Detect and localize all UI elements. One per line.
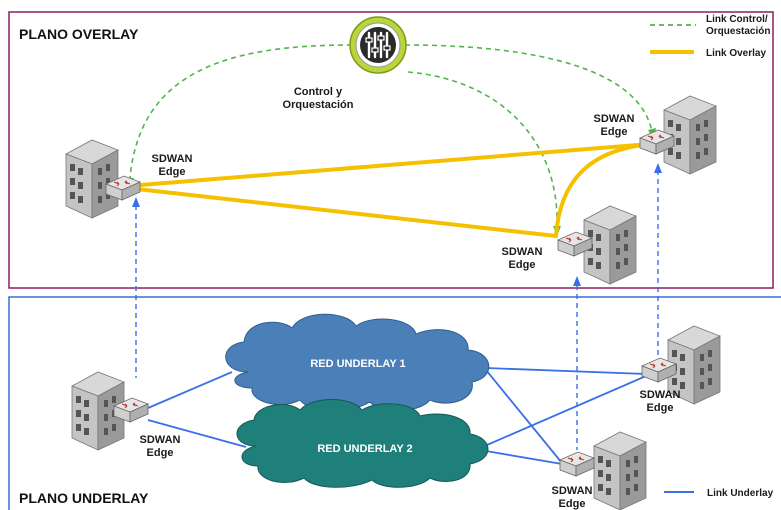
overlay-right-top-label-line2: Edge xyxy=(601,126,628,138)
control-link-right-top xyxy=(404,44,653,133)
underlay-plane-title: PLANO UNDERLAY xyxy=(19,490,149,506)
overlay-plane-title: PLANO OVERLAY xyxy=(19,26,139,42)
overlay-right-bottom-label-line2: Edge xyxy=(509,259,536,271)
overlay-right-bottom-label-line1: SDWAN xyxy=(502,246,543,258)
legend-overlay-label: Link Overlay xyxy=(706,48,766,59)
controller-icon xyxy=(349,16,407,74)
underlay-left-label-line2: Edge xyxy=(147,447,174,459)
cloud-red-underlay-1: RED UNDERLAY 1 xyxy=(225,313,490,412)
cloud-label-red-1: RED UNDERLAY 1 xyxy=(310,358,405,370)
underlay-left-label-line1: SDWAN xyxy=(140,434,181,446)
legend: Link Control/ Orquestación Link Overlay … xyxy=(650,14,774,499)
underlay-right-bottom-label-line2: Edge xyxy=(559,498,586,510)
vertical-link-arrows xyxy=(132,163,662,286)
overlay-link-left-rightbottom xyxy=(126,186,558,238)
overlay-link-rightbottom-righttop xyxy=(554,142,652,238)
overlay-left-label-line2: Edge xyxy=(159,166,186,178)
legend-control-line1: Link Control/ xyxy=(706,14,768,25)
control-link-left xyxy=(129,44,353,179)
vertical-links xyxy=(135,170,659,450)
legend-control-line2: Orquestación xyxy=(706,26,770,37)
underlay-links xyxy=(147,367,647,465)
control-links xyxy=(129,44,653,229)
overlay-right-top-label-line1: SDWAN xyxy=(594,113,635,125)
overlay-left-label-line1: SDWAN xyxy=(152,153,193,165)
control-link-right-bottom xyxy=(407,71,558,229)
legend-underlay-label: Link Underlay xyxy=(707,488,774,499)
underlay-right-top-label-line2: Edge xyxy=(647,402,674,414)
controller-label-line2: Orquestación xyxy=(283,99,354,111)
controller-label-line1: Control y xyxy=(294,86,343,98)
overlay-links xyxy=(126,142,652,238)
underlay-right-top-label-line1: SDWAN xyxy=(640,389,681,401)
overlay-link-left-righttop xyxy=(126,142,652,188)
cloud-red-underlay-2: RED UNDERLAY 2 xyxy=(236,399,489,488)
underlay-right-bottom-label-line1: SDWAN xyxy=(552,485,593,497)
cloud-label-red-2: RED UNDERLAY 2 xyxy=(317,443,412,455)
